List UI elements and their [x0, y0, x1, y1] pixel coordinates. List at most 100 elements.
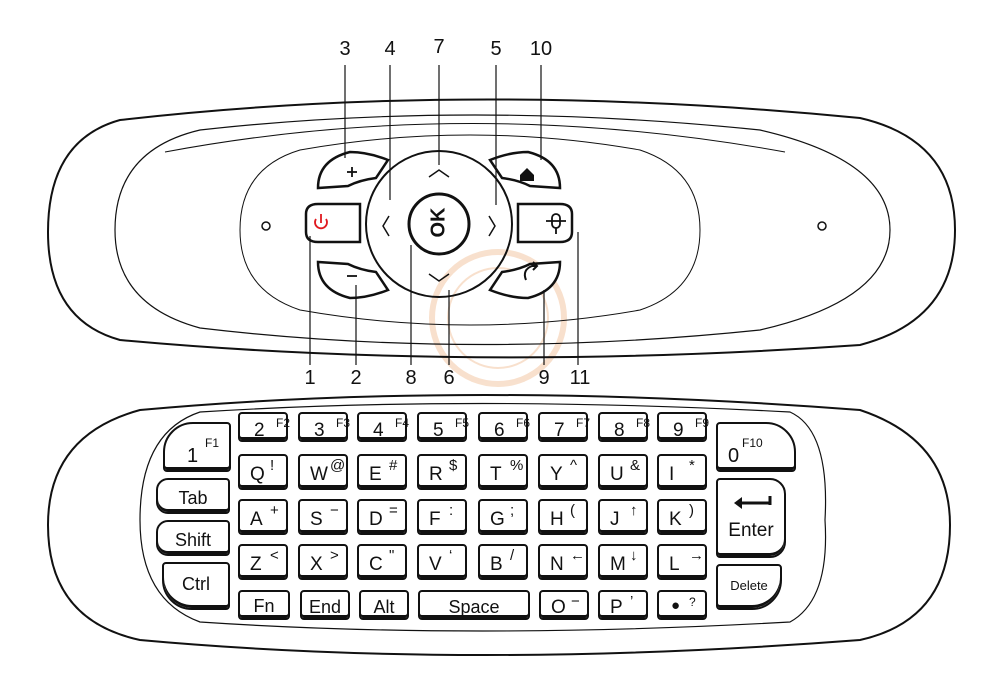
key-0-sub: F10: [742, 436, 763, 450]
key-sub-label: F7: [576, 416, 591, 430]
key-n[interactable]: N←: [538, 544, 588, 580]
key-delete[interactable]: Delete: [716, 564, 782, 610]
callout-11: 11: [569, 367, 591, 389]
key-x[interactable]: X>: [298, 544, 348, 580]
key-w[interactable]: W@: [298, 454, 348, 490]
key-l[interactable]: L→: [657, 544, 707, 580]
key-1-label: 1: [187, 445, 199, 467]
callout-2: 2: [350, 367, 362, 389]
key-label: I: [669, 464, 675, 485]
key-t[interactable]: T%: [478, 454, 528, 490]
key-fn[interactable]: Fn: [238, 590, 290, 620]
key-delete-label: Delete: [730, 578, 768, 593]
key-label: 5: [433, 420, 444, 441]
key-tab-label: Tab: [178, 488, 208, 508]
key-alt[interactable]: Alt: [359, 590, 409, 620]
remote-top-inner: [114, 114, 891, 346]
key-1[interactable]: 1 F1: [163, 422, 231, 472]
key-0[interactable]: 0 F10: [716, 422, 796, 472]
key-sub-label: F8: [636, 416, 651, 430]
key-1-sub: F1: [205, 436, 220, 450]
key-label: M: [610, 554, 626, 575]
led-right: [817, 221, 827, 231]
key-shift-label: Shift: [174, 530, 212, 550]
key-b[interactable]: B/: [478, 544, 528, 580]
key-label: W: [310, 464, 328, 485]
key-end[interactable]: End: [300, 590, 350, 620]
key-y[interactable]: Y^: [538, 454, 588, 490]
volume-down-button: [316, 260, 390, 300]
key-p-sub: ’: [630, 593, 634, 610]
key-sub-label: +: [270, 502, 279, 519]
key-label: G: [490, 509, 505, 530]
key-label: C: [369, 554, 383, 575]
key-j[interactable]: J↑: [598, 499, 648, 535]
key-sub-label: ‘: [449, 547, 453, 564]
key-sub-label: %: [510, 457, 524, 474]
key-a[interactable]: A+: [238, 499, 288, 535]
key-0-label: 0: [728, 445, 740, 467]
callout-10: 10: [529, 38, 553, 60]
key-alt-label: Alt: [373, 597, 395, 617]
key-p[interactable]: P ’: [598, 590, 648, 620]
key-enter-label: Enter: [728, 520, 774, 541]
callout-3: 3: [339, 38, 351, 60]
key-label: A: [250, 509, 263, 530]
key-label: J: [610, 509, 620, 530]
key-space[interactable]: Space: [418, 590, 530, 620]
enter-arrow-icon: [734, 496, 772, 509]
key-sub-label: F4: [395, 416, 410, 430]
mic-icon: [546, 213, 566, 234]
key-5[interactable]: 5 F5: [417, 412, 470, 442]
key-sub-label: F9: [695, 416, 710, 430]
key-sub-label: ↑: [630, 502, 638, 519]
key-label: D: [369, 509, 383, 530]
callout-8: 8: [405, 367, 417, 389]
key-z[interactable]: Z<: [238, 544, 288, 580]
key-f[interactable]: F:: [417, 499, 467, 535]
key-h[interactable]: H(: [538, 499, 588, 535]
key-label: S: [310, 509, 323, 530]
key-u[interactable]: U&: [598, 454, 648, 490]
key-e[interactable]: E#: [357, 454, 407, 490]
key-c[interactable]: C": [357, 544, 407, 580]
key-ctrl[interactable]: Ctrl: [162, 562, 230, 610]
key-sub-label: F5: [455, 416, 470, 430]
key-i[interactable]: I*: [657, 454, 707, 490]
mic-button: [516, 202, 574, 244]
key-sub-label: <: [270, 547, 279, 564]
key-tab[interactable]: Tab: [156, 478, 230, 514]
key-sub-label: ): [689, 502, 694, 519]
remote-top-pad: [239, 134, 701, 326]
ok-label: OK: [427, 207, 450, 238]
key-o[interactable]: O −: [539, 590, 589, 620]
key-s[interactable]: S−: [298, 499, 348, 535]
key-label: 6: [494, 420, 505, 441]
key-enter[interactable]: Enter: [716, 478, 786, 558]
key-dot[interactable]: ● ?: [657, 590, 707, 620]
key-v[interactable]: V‘: [417, 544, 467, 580]
key-label: T: [490, 464, 502, 485]
callout-5: 5: [490, 38, 502, 60]
key-r[interactable]: R$: [417, 454, 467, 490]
key-m[interactable]: M↓: [598, 544, 648, 580]
key-k[interactable]: K): [657, 499, 707, 535]
key-g[interactable]: G;: [478, 499, 528, 535]
key-q[interactable]: Q!: [238, 454, 288, 490]
key-shift[interactable]: Shift: [156, 520, 230, 556]
key-label: K: [669, 509, 682, 530]
callout-9: 9: [538, 367, 550, 389]
key-dot-sub: ?: [689, 595, 696, 609]
home-icon: [520, 168, 534, 181]
key-o-label: O: [551, 597, 566, 618]
key-d[interactable]: D=: [357, 499, 407, 535]
